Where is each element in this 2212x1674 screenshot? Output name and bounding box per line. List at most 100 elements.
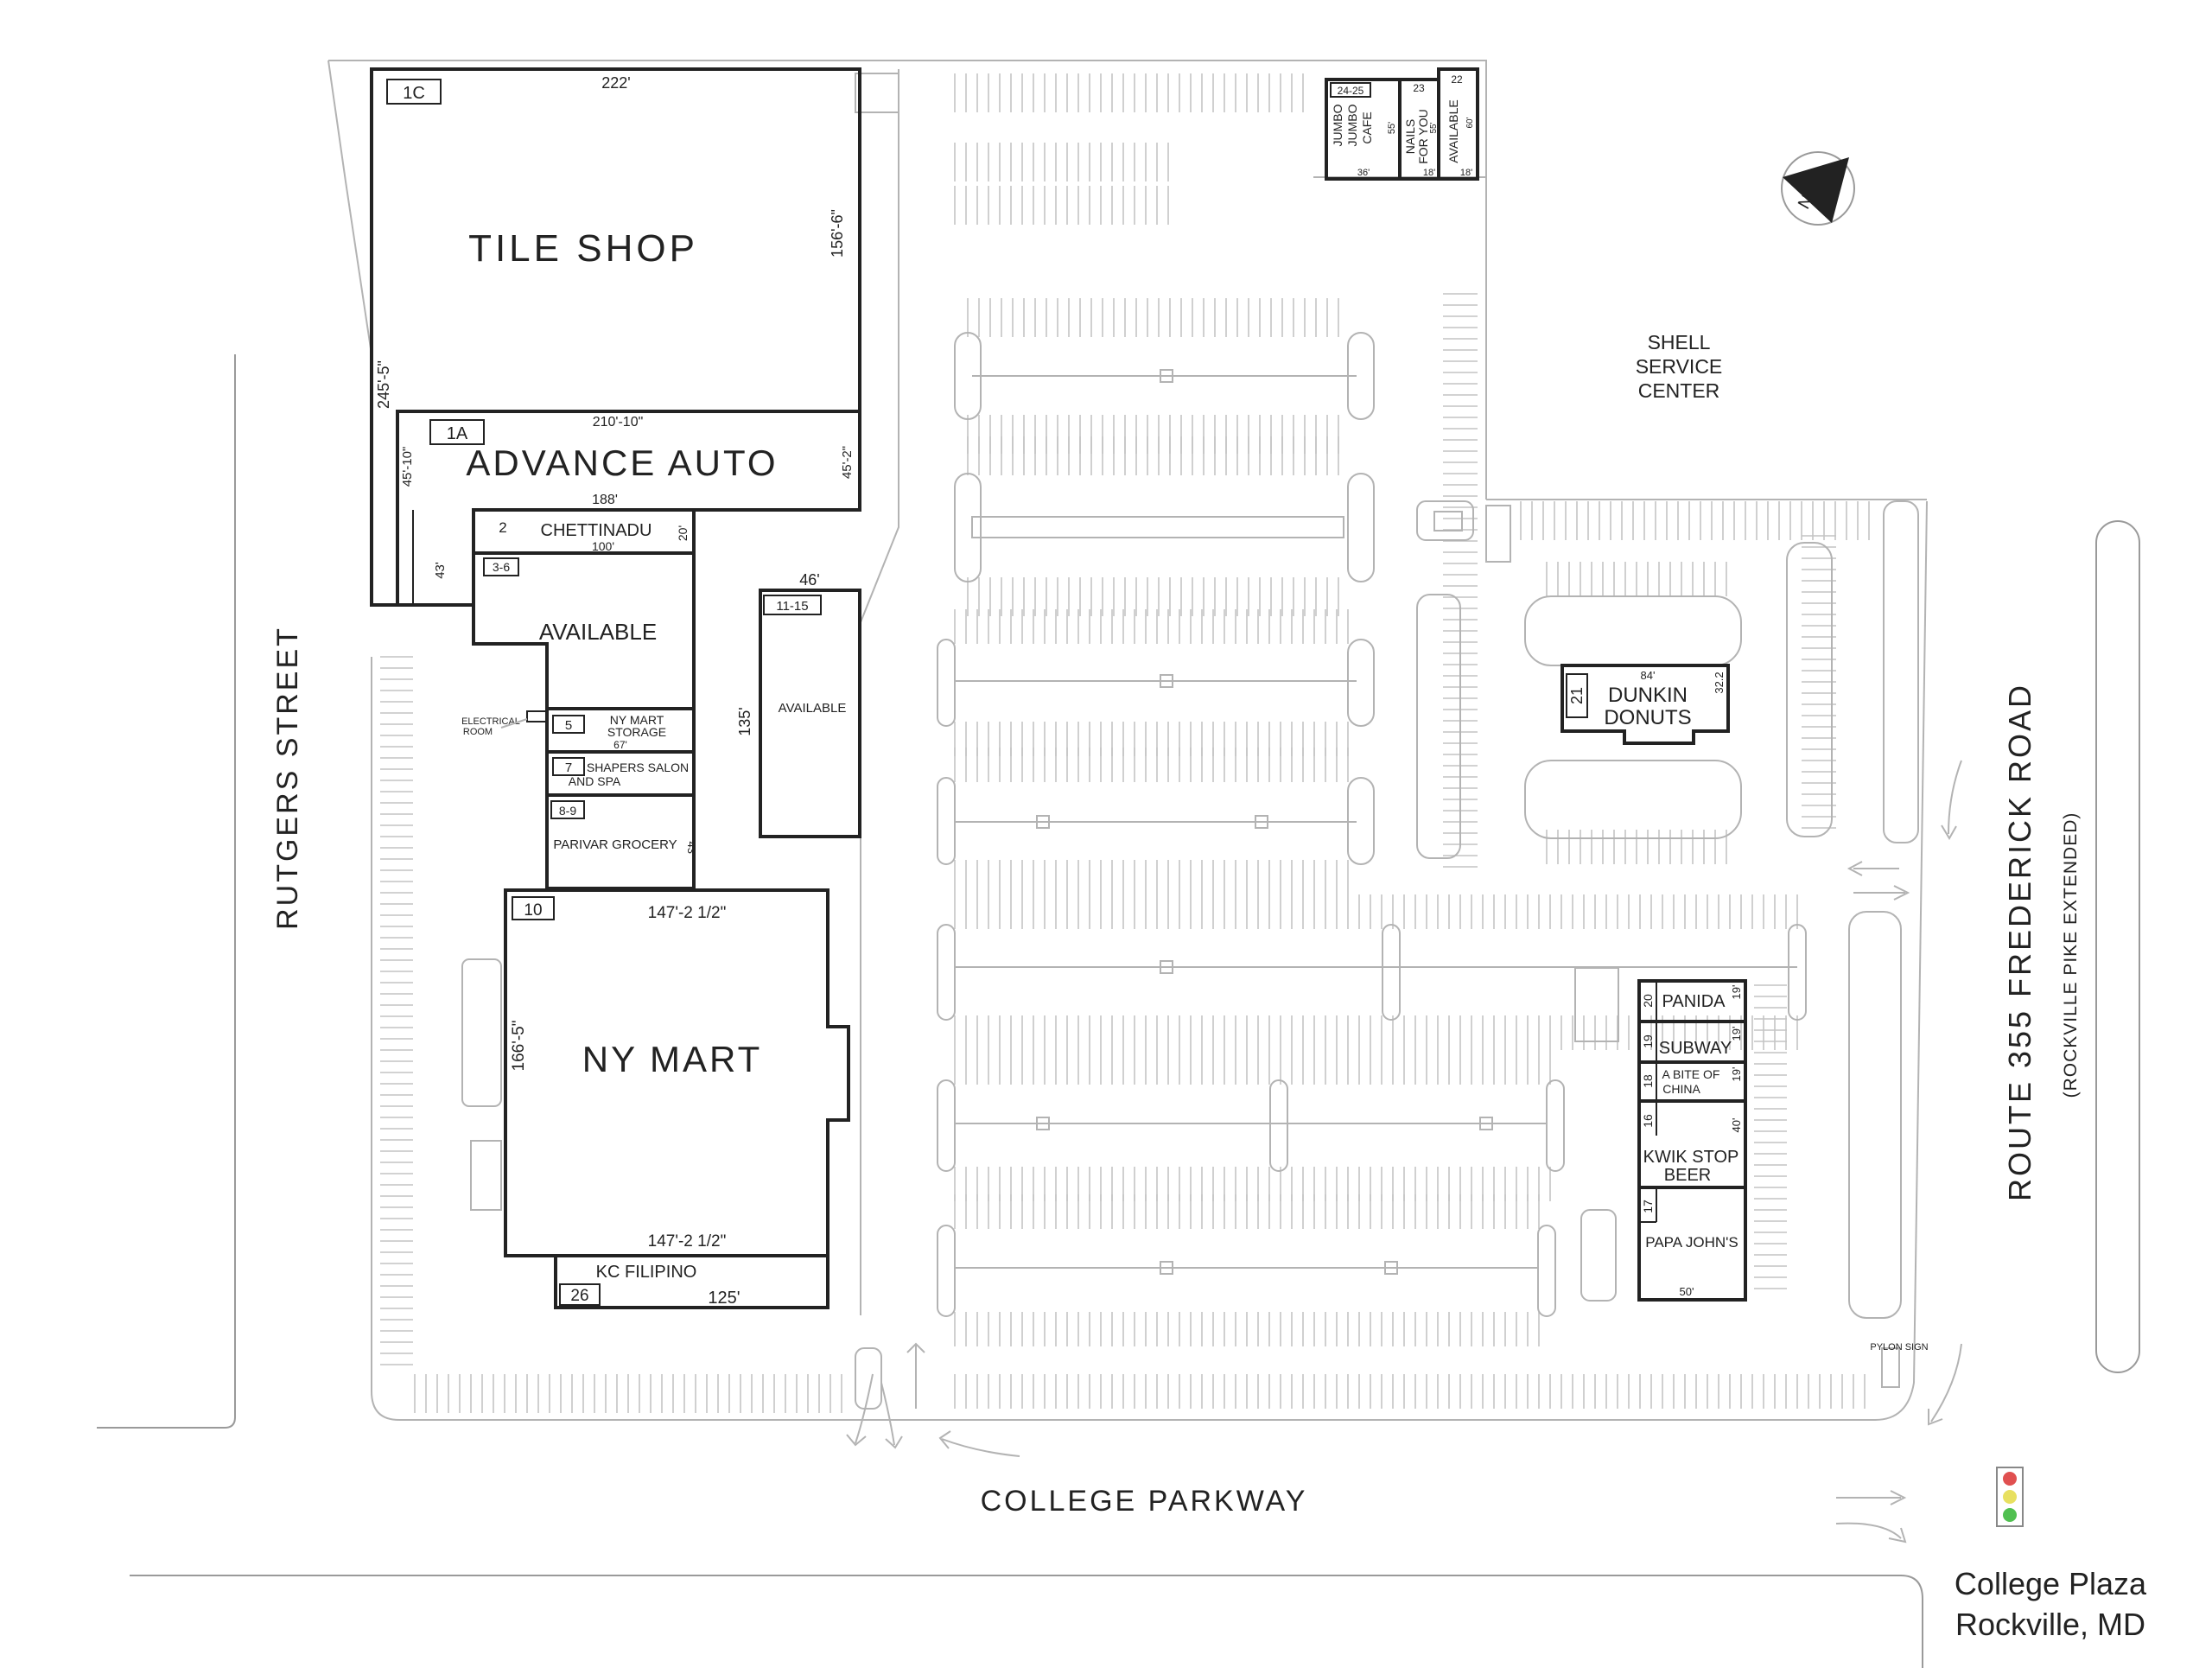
unit-number: 23 — [1413, 82, 1425, 94]
unit-number: 7 — [565, 761, 572, 775]
unit-number: 10 — [524, 901, 542, 920]
north-arrow-icon: N — [1781, 151, 1855, 226]
electrical-room: ELECTRICAL ROOM — [461, 710, 547, 737]
unit-available-22[interactable]: 22 AVAILABLE 60' 18' — [1437, 67, 1479, 181]
unit-name: BEER — [1664, 1166, 1711, 1185]
pylon-sign-label: PYLON SIGN — [1870, 1342, 1928, 1353]
dimension-label: 55' — [1429, 122, 1439, 133]
traffic-light-icon — [1996, 1467, 2024, 1527]
dimension-label: 43' — [433, 562, 448, 579]
shell-label: SERVICE — [1636, 355, 1723, 378]
unit-name: AVAILABLE — [539, 619, 657, 645]
dimension-label: 55' — [1387, 122, 1397, 134]
unit-ny-mart[interactable]: 10 147'-2 1/2" NY MART 147'-2 1/2" 166'-… — [504, 888, 850, 1257]
unit-name: SHAPERS SALON — [587, 761, 689, 774]
parking-stalls — [380, 73, 1870, 1413]
traffic-arrows — [846, 760, 1962, 1544]
unit-bite-of-china[interactable]: 18 A BITE OF CHINA 19' — [1637, 1060, 1747, 1103]
dimension-label: 100' — [592, 539, 614, 553]
rutgers-street-label: RUTGERS STREET — [271, 626, 304, 930]
dimension-label: 67' — [613, 739, 627, 751]
unit-name: KC FILIPINO — [596, 1263, 697, 1282]
plan-location: Rockville, MD — [1955, 1607, 2145, 1642]
unit-kwik-stop-beer[interactable]: 16 KWIK STOP BEER 40' — [1637, 1099, 1747, 1189]
unit-number: 5 — [565, 718, 572, 733]
unit-name: ADVANCE AUTO — [466, 442, 778, 483]
dimension-label: 20' — [676, 525, 690, 541]
unit-jumbo-jumbo-cafe[interactable]: 24-25 JUMBO JUMBO CAFE 55' 36' — [1325, 78, 1402, 181]
unit-name: AVAILABLE — [1446, 99, 1460, 162]
dimension-label: 18' — [1460, 168, 1472, 178]
unit-nails-for-you[interactable]: 23 NAILS FOR YOU 55' 18' — [1398, 78, 1440, 181]
unit-number: 19 — [1641, 1034, 1655, 1048]
shell-service-center: SHELL SERVICE CENTER — [1636, 331, 1723, 402]
unit-name: NY MART — [582, 1039, 762, 1079]
unit-available-3-6[interactable]: 3-6 AVAILABLE — [472, 551, 696, 710]
dimension-label: 19' — [1730, 1027, 1743, 1041]
dimension-label: 147'-2 1/2" — [648, 904, 727, 922]
dimension-label: 50' — [1680, 1285, 1694, 1298]
unit-name: CHETTINADU — [541, 521, 652, 540]
unit-kc-filipino[interactable]: 26 KC FILIPINO 125' — [554, 1254, 830, 1309]
electrical-room-label: ROOM — [463, 727, 493, 737]
dimension-label: 156'-6" — [829, 209, 846, 258]
dimension-label: 36' — [1357, 168, 1370, 178]
parking-islands — [461, 73, 1919, 1410]
dimension-label: 210'-10" — [593, 415, 644, 430]
unit-shapers-salon[interactable]: 7 SHAPERS SALON AND SPA — [545, 750, 696, 797]
road-lines — [97, 60, 2140, 1668]
unit-name: STORAGE — [607, 725, 666, 739]
unit-available-11-15[interactable]: 11-15 46' AVAILABLE 135' — [736, 571, 861, 838]
dimension-label: 147'-2 1/2" — [648, 1232, 727, 1251]
unit-number: 2 — [499, 519, 506, 536]
unit-name: NAILS — [1403, 119, 1417, 154]
unit-number: 26 — [570, 1287, 588, 1305]
unit-name: A BITE OF — [1662, 1067, 1720, 1081]
unit-number: 20 — [1641, 994, 1655, 1008]
dimension-label: 40' — [1730, 1118, 1743, 1133]
rockville-pike-label: (ROCKVILLE PIKE EXTENDED) — [2061, 812, 2081, 1098]
unit-name: CAFE — [1360, 111, 1374, 143]
dimension-label: 43' — [685, 842, 698, 856]
dimension-label: 60' — [1465, 117, 1475, 128]
unit-name: AVAILABLE — [779, 701, 847, 716]
unit-number: 21 — [1568, 687, 1586, 704]
unit-name: FOR YOU — [1416, 109, 1430, 164]
unit-number: 18 — [1641, 1074, 1655, 1088]
plan-title: College Plaza — [1955, 1566, 2147, 1601]
electrical-room-label: ELECTRICAL — [461, 716, 520, 727]
unit-name: DUNKIN — [1608, 684, 1688, 707]
shell-label: CENTER — [1638, 379, 1720, 402]
unit-number: 1A — [447, 424, 468, 443]
unit-parivar-grocery[interactable]: 8-9 PARIVAR GROCERY 43' — [545, 793, 698, 890]
college-parkway-label: COLLEGE PARKWAY — [981, 1485, 1308, 1518]
dimension-label: 18' — [1423, 168, 1435, 178]
dimension-label: 222' — [601, 74, 630, 92]
unit-number: 8-9 — [559, 804, 576, 818]
dimension-label: 166'-5" — [510, 1021, 528, 1072]
dimension-label: 45'-10" — [400, 447, 415, 487]
unit-dunkin-donuts[interactable]: 21 84' DUNKIN DONUTS 32.2 — [1560, 664, 1730, 745]
unit-name: DONUTS — [1604, 706, 1691, 729]
unit-name: CHINA — [1662, 1082, 1700, 1096]
unit-name: AND SPA — [569, 774, 621, 788]
dimension-label: 45'-2" — [840, 446, 855, 479]
unit-number: 17 — [1641, 1200, 1655, 1213]
dimension-label: 46' — [799, 571, 819, 589]
shell-label: SHELL — [1648, 331, 1711, 353]
unit-subway[interactable]: 19 SUBWAY 19' — [1637, 1020, 1747, 1064]
unit-panida[interactable]: 20 PANIDA 19' — [1637, 979, 1747, 1023]
unit-name: NY MART — [610, 713, 664, 727]
unit-number: 16 — [1641, 1114, 1655, 1128]
dimension-label: 19' — [1730, 985, 1743, 1000]
unit-ny-mart-storage[interactable]: 5 NY MART STORAGE 67' — [545, 707, 696, 754]
dimension-label: 135' — [736, 707, 753, 735]
unit-chettinadu[interactable]: 2 CHETTINADU 100' 20' — [472, 508, 696, 555]
unit-name: KWIK STOP — [1643, 1148, 1739, 1167]
unit-name: PARIVAR GROCERY — [553, 837, 677, 852]
unit-number: 1C — [403, 84, 425, 103]
dimension-label: 32.2 — [1713, 672, 1726, 693]
unit-papa-johns[interactable]: 17 PAPA JOHN'S 50' — [1637, 1186, 1747, 1302]
unit-number: 11-15 — [776, 599, 808, 614]
